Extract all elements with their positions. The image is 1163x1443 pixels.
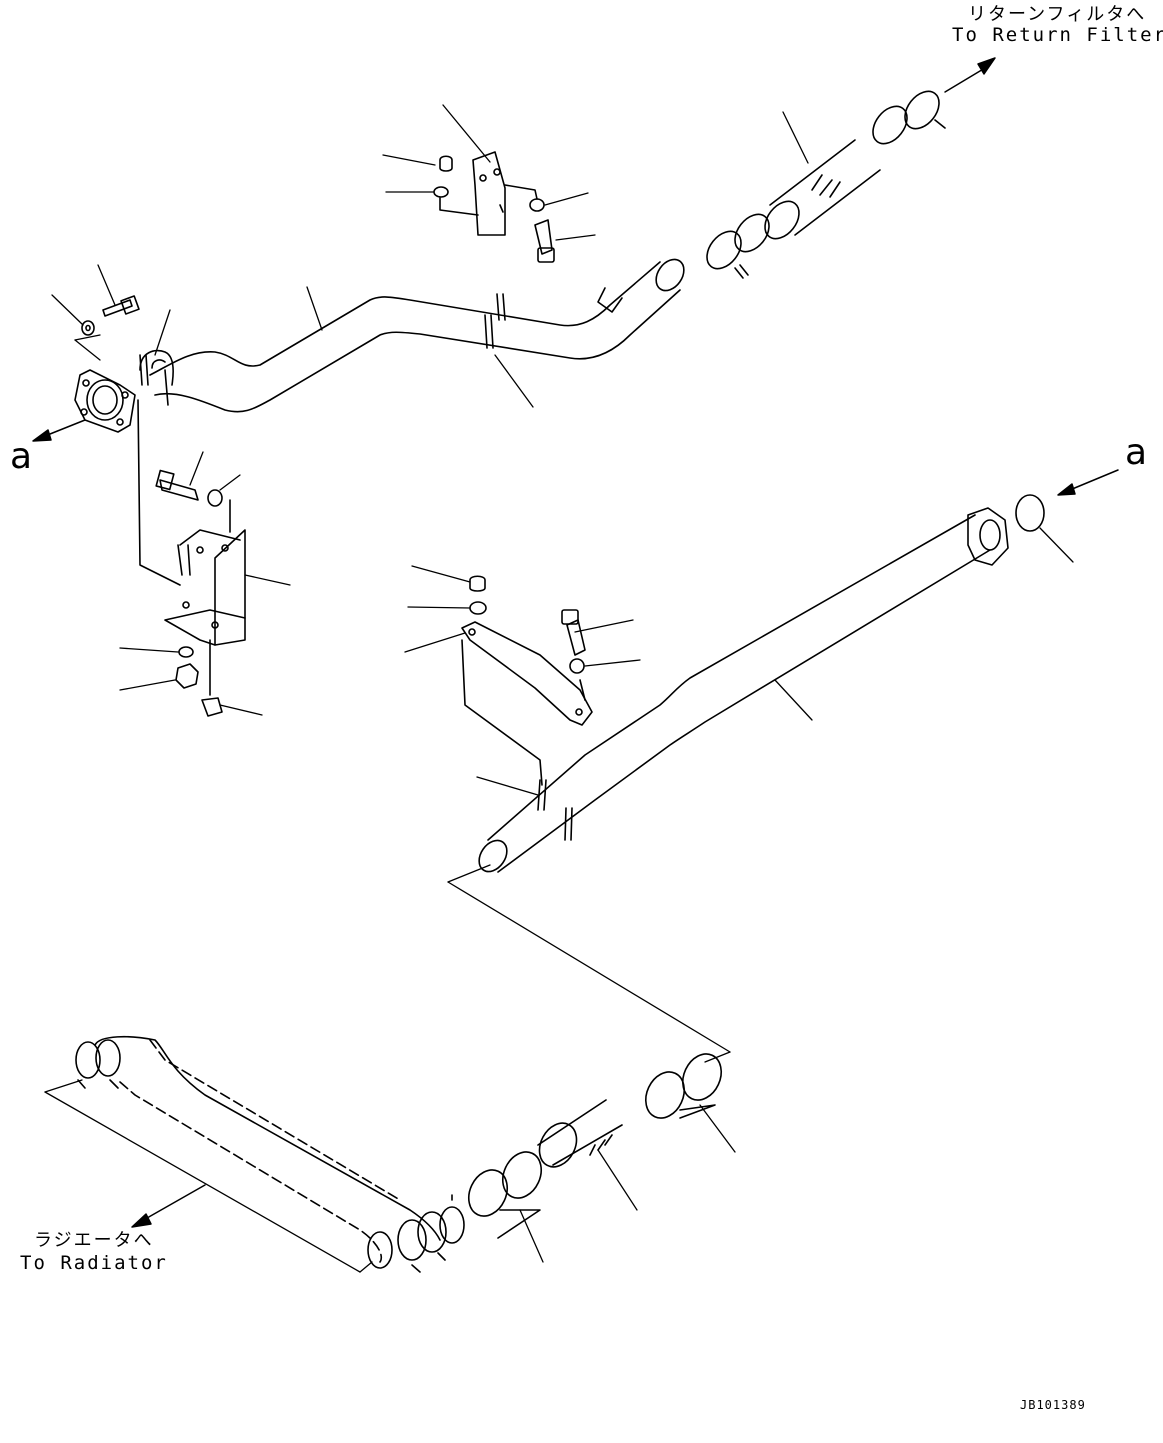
leader-lines [44,104,1074,1273]
ref-a-left: a [10,436,33,477]
lower-pipe [478,494,1045,873]
arrow-head-return-filter [977,57,996,75]
radiator-label-jp: ラジエータへ [34,1230,154,1251]
u-clamp [139,349,174,386]
arrow-head-radiator [131,1213,152,1228]
radiator-label-en: To Radiator [20,1252,168,1274]
radiator-pipe [75,1035,465,1273]
support-bracket-left [137,399,246,717]
drawing-code: JB101389 [1020,1398,1086,1412]
flange-left [74,369,136,433]
strap-bracket [461,575,593,786]
ref-a-right: a [1125,432,1148,473]
hose-return-filter [706,90,946,279]
lower-hose-assembly [451,1053,723,1239]
upper-bracket [433,151,555,263]
direction-arrows [32,57,1119,1228]
bolt-upper-left [81,295,140,336]
upper-return-pipe [139,258,685,413]
return-filter-label-jp: リターンフィルタへ [968,4,1147,25]
arrow-head-a-left [32,429,52,442]
return-filter-label-en: To Return Filter [952,24,1163,46]
arrow-head-a-right [1057,483,1076,496]
